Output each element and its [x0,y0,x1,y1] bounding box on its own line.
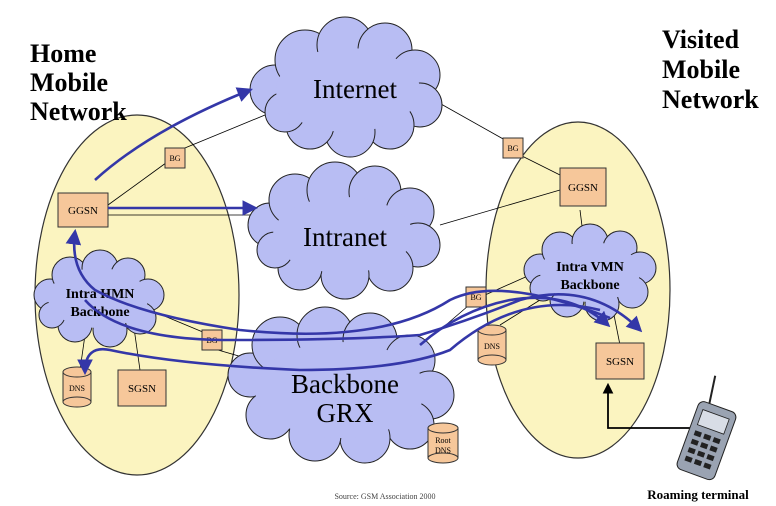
arrow-visited-to-ggsn-home [65,228,611,336]
sgsn-home-label: SGSN [128,383,156,395]
arrow-terminal-to-sgsn [602,382,690,429]
home-title-line-1: Home [30,39,96,68]
intra-hmn-cloud [33,249,165,348]
intra-vmn-backbone-label: Backbone [560,278,619,293]
visited-title-line-2: Mobile [662,55,740,84]
root-dns-label: Root [435,436,451,445]
bg-visited-box [502,137,524,159]
dns-visited-label: DNS [484,342,500,351]
ggsn-visited-box [559,167,607,207]
root-dns-label-2: DNS [435,446,451,455]
sgsn-home-box [117,369,167,407]
bg-visited-2-label: BG [470,293,481,302]
ggsn-home-box [57,192,109,228]
internet-label: Internet [313,74,397,104]
backbone-label: Backbone [291,369,399,399]
intranet-label: Intranet [303,222,387,252]
source-note: Source: GSM Association 2000 [334,492,435,501]
intra-hmn-label: Intra HMN [66,287,135,302]
internet-cloud [249,16,443,158]
sgsn-visited-label: SGSN [606,356,634,368]
intranet-cloud [247,161,441,300]
bg-home-label: BG [169,154,180,163]
arrow-home-to-visited-sgsn [84,293,643,342]
intra-vmn-label: Intra VMN [556,260,624,275]
roaming-terminal-caption: Roaming terminal [647,487,749,502]
root-dns-cylinder [427,422,459,464]
arrow-grx-loop [419,296,611,346]
home-title-line-2: Mobile [30,68,108,97]
arrow-dns-query [77,303,601,376]
bg-visited-label: BG [507,144,518,153]
visited-title-line-3: Network [662,85,759,114]
sgsn-visited-box [595,342,645,380]
arrow-ggsn-to-internet [94,87,253,181]
mobile-phone-icon [676,375,737,481]
grx-label: GRX [316,398,374,428]
visited-title-line-1: Visited [662,25,740,54]
dns-home-label: DNS [69,384,85,393]
bg-home-box [164,147,186,169]
home-title-line-3: Network [30,97,127,126]
dns-visited-cylinder [477,324,507,366]
ggsn-home-label: GGSN [68,205,98,217]
ggsn-visited-label: GGSN [568,182,598,194]
